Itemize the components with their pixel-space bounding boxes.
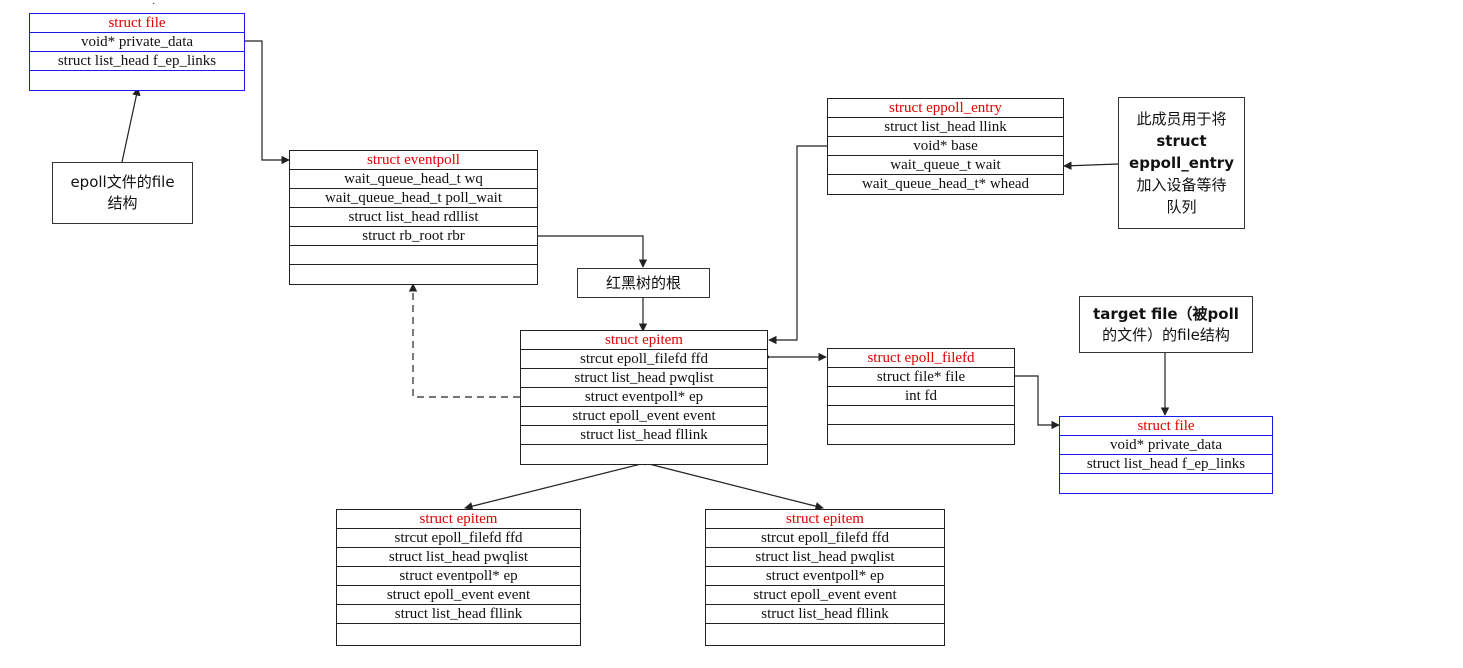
target-file-note: target file（被poll 的文件）的file结构: [1079, 296, 1253, 353]
struct-eppoll-entry-title: struct eppoll_entry: [828, 99, 1063, 118]
struct-epoll-filefd-title: struct epoll_filefd: [828, 349, 1014, 368]
field-ep: struct eventpoll* ep: [706, 567, 944, 586]
epoll-file-note: epoll文件的file 结构: [52, 162, 193, 224]
rbr-to-rb-root-arrow: [537, 235, 648, 268]
note-line: target file（被poll: [1093, 304, 1239, 323]
wait-note-arrow: [1063, 161, 1119, 170]
field-event: struct epoll_event event: [337, 586, 580, 605]
empty-row: [521, 445, 767, 464]
field-event: struct epoll_event event: [521, 407, 767, 426]
field-f-ep-links: struct list_head f_ep_links: [1060, 455, 1272, 474]
epoll-file-note-arrow: [121, 87, 141, 163]
field-poll-wait: wait_queue_head_t poll_wait: [290, 189, 537, 208]
note-line: 的文件）的file结构: [1102, 325, 1230, 344]
field-fllink: struct list_head fllink: [521, 426, 767, 445]
field-ffd: strcut epoll_filefd ffd: [521, 350, 767, 369]
struct-file-top: struct file void* private_data struct li…: [29, 13, 245, 91]
note-line: eppoll_entry: [1129, 154, 1234, 172]
struct-epitem-left: struct epitem strcut epoll_filefd ffd st…: [336, 509, 581, 646]
note-line: 加入设备等待: [1136, 176, 1227, 194]
field-ep: struct eventpoll* ep: [337, 567, 580, 586]
field-fllink: struct list_head fllink: [337, 605, 580, 624]
field-base: void* base: [828, 137, 1063, 156]
struct-epoll-filefd: struct epoll_filefd struct file* file in…: [827, 348, 1015, 445]
eppoll-entry-note: 此成员用于将 struct eppoll_entry 加入设备等待 队列: [1118, 97, 1245, 229]
rb-root-note: 红黑树的根: [577, 268, 710, 298]
struct-eppoll-entry: struct eppoll_entry struct list_head lli…: [827, 98, 1064, 195]
empty-row: [1060, 474, 1272, 493]
empty-row: [828, 406, 1014, 425]
field-ep: struct eventpoll* ep: [521, 388, 767, 407]
empty-row: [290, 265, 537, 284]
note-line: struct: [1156, 132, 1207, 150]
field-wait: wait_queue_t wait: [828, 156, 1063, 175]
field-pwqlist: struct list_head pwqlist: [706, 548, 944, 567]
note-line: epoll文件的file: [70, 173, 175, 191]
struct-epitem-title: struct epitem: [706, 510, 944, 529]
note-line: 红黑树的根: [605, 273, 681, 292]
field-private-data: void* private_data: [30, 33, 244, 52]
ep-back-pointer-dashed-arrow: [408, 283, 520, 398]
field-fd: int fd: [828, 387, 1014, 406]
note-line: 结构: [107, 194, 138, 212]
note-line: 此成员用于将: [1136, 110, 1227, 128]
field-pwqlist: struct list_head pwqlist: [521, 369, 767, 388]
field-wq: wait_queue_head_t wq: [290, 170, 537, 189]
struct-file-title: struct file: [30, 14, 244, 33]
field-private-data: void* private_data: [1060, 436, 1272, 455]
struct-eventpoll-title: struct eventpoll: [290, 151, 537, 170]
struct-epitem-title: struct epitem: [337, 510, 580, 529]
empty-row: [706, 624, 944, 645]
file-to-target-arrow: [1014, 375, 1060, 430]
stray-dot: ·: [152, 0, 156, 10]
field-file: struct file* file: [828, 368, 1014, 387]
empty-row: [290, 246, 537, 265]
struct-epitem-main: struct epitem strcut epoll_filefd ffd st…: [520, 330, 768, 465]
epitem-to-right-child-arrow: [644, 462, 824, 511]
field-event: struct epoll_event event: [706, 586, 944, 605]
struct-file-target: struct file void* private_data struct li…: [1059, 416, 1273, 494]
note-line: 队列: [1166, 198, 1197, 216]
epitem-to-left-child-arrow: [464, 462, 646, 511]
field-f-ep-links: struct list_head f_ep_links: [30, 52, 244, 71]
field-rdllist: struct list_head rdllist: [290, 208, 537, 227]
field-ffd: strcut epoll_filefd ffd: [706, 529, 944, 548]
private-data-to-eventpoll-arrow: [244, 40, 290, 165]
struct-file-title: struct file: [1060, 417, 1272, 436]
field-fllink: struct list_head fllink: [706, 605, 944, 624]
empty-row: [337, 624, 580, 645]
field-rbr: struct rb_root rbr: [290, 227, 537, 246]
struct-epitem-title: struct epitem: [521, 331, 767, 350]
field-ffd: strcut epoll_filefd ffd: [337, 529, 580, 548]
field-llink: struct list_head llink: [828, 118, 1063, 137]
field-pwqlist: struct list_head pwqlist: [337, 548, 580, 567]
struct-epitem-right: struct epitem strcut epoll_filefd ffd st…: [705, 509, 945, 646]
field-whead: wait_queue_head_t* whead: [861, 176, 1030, 192]
base-to-epitem-arrow: [768, 145, 828, 345]
empty-row: [30, 71, 244, 90]
empty-row: [828, 425, 1014, 444]
struct-eventpoll: struct eventpoll wait_queue_head_t wq wa…: [289, 150, 538, 285]
